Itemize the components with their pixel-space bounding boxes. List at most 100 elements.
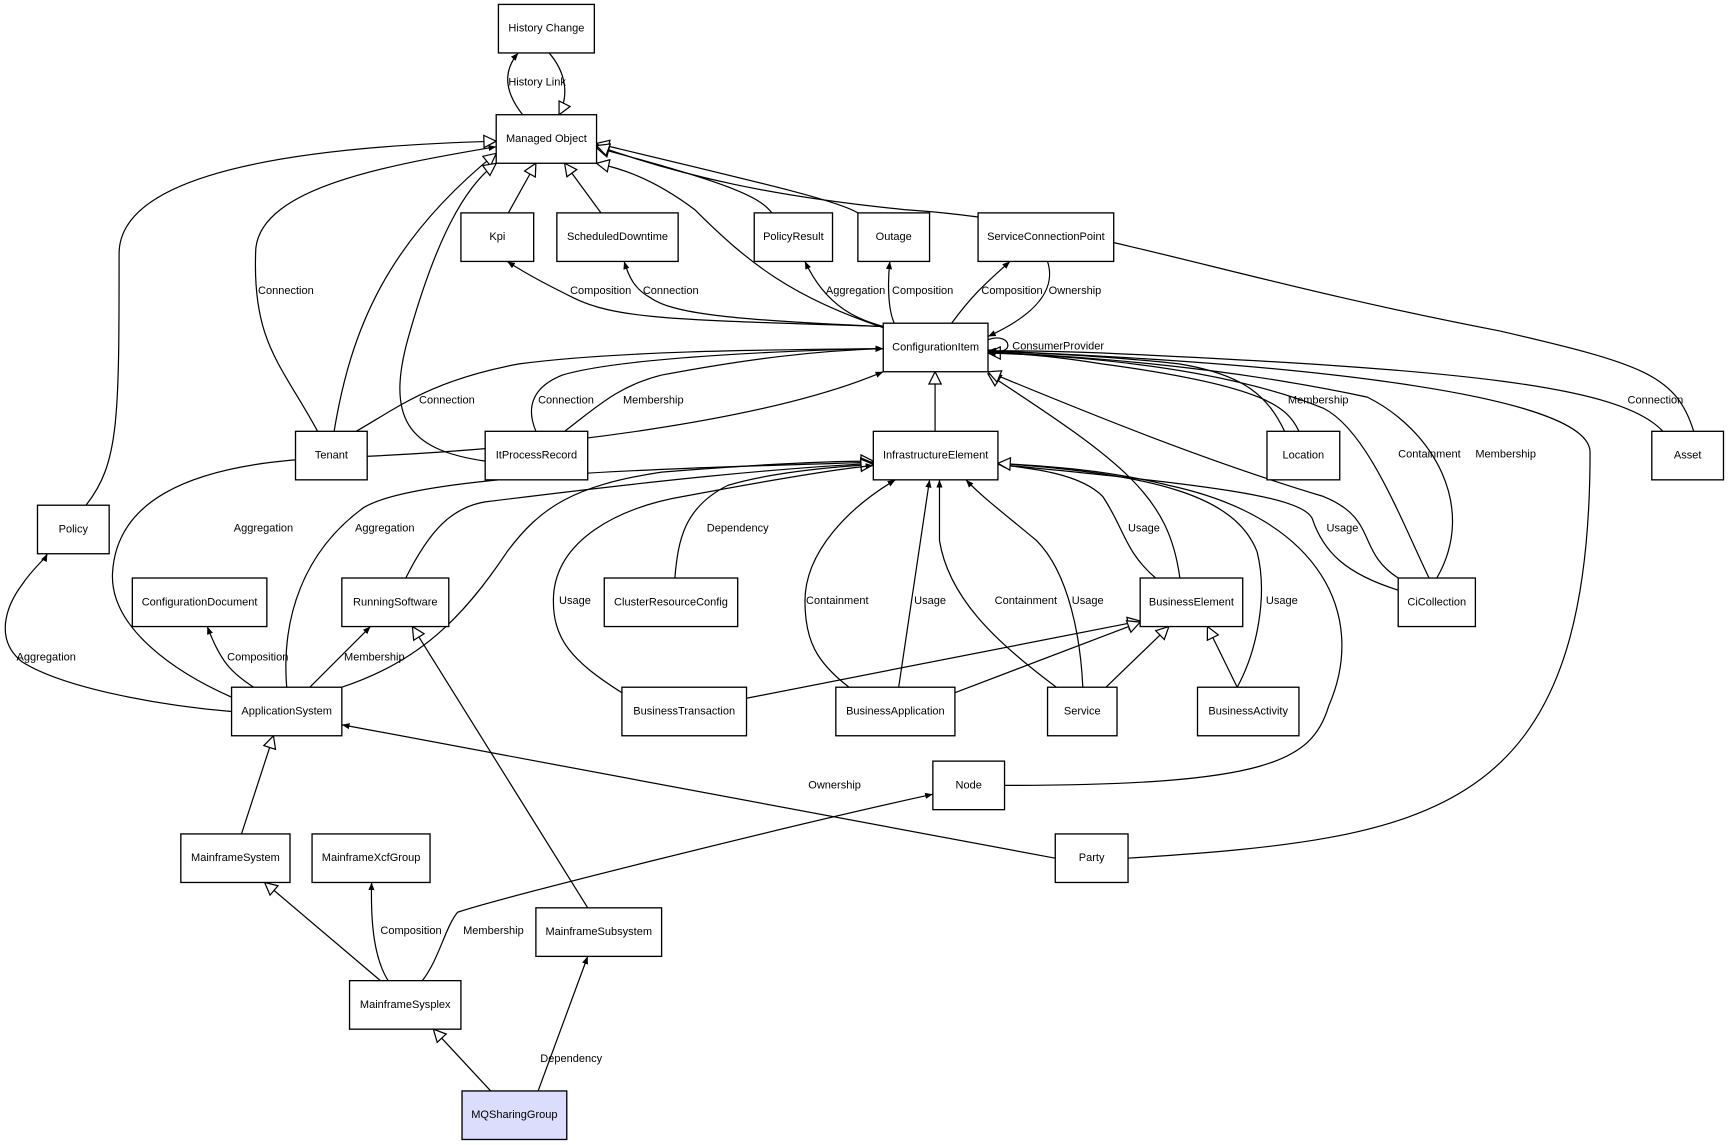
relation-arrow [537,956,589,1092]
node-node[interactable]: Node [932,760,1006,811]
node-box[interactable] [460,212,535,263]
node-box[interactable] [311,833,431,884]
edge-BusinessTransaction-to-BusinessElement [746,621,1141,699]
node-itprocessrecord[interactable]: ItProcessRecord [484,430,589,481]
node-clusterresourceconfig[interactable]: ClusterResourceConfig [603,577,739,628]
node-box[interactable] [180,833,291,884]
inheritance-arrow [399,163,496,462]
node-box[interactable] [1266,430,1341,481]
node-box[interactable] [535,907,663,958]
inheritance-arrow [85,141,496,506]
node-serviceconnectionpoint[interactable]: ServiceConnectionPoint [977,212,1115,263]
edge-BusinessApplication-to-BusinessElement [954,622,1140,694]
node-mainframesystem[interactable]: MainframeSystem [180,833,291,884]
node-outage[interactable]: Outage [857,212,931,263]
node-businessapplication[interactable]: BusinessApplication [835,686,956,737]
edge-label: Connection [1628,394,1684,406]
edge-ConfigurationItem-to-ConfigurationItem [987,337,1009,355]
inheritance-arrow [412,627,589,909]
node-box[interactable] [131,577,268,628]
edge-label: Containment [806,595,868,607]
node-box[interactable] [341,577,450,628]
node-box[interactable] [1196,686,1300,737]
node-box[interactable] [977,212,1115,263]
edge-MainframeSubsystem-to-RunningSoftware [412,627,589,909]
edge-Service-to-InfrastructureElement [965,479,1084,688]
node-box[interactable] [621,686,748,737]
node-box[interactable] [1139,577,1244,628]
node-label: Asset [1674,450,1702,462]
node-mainframexcfgroup[interactable]: MainframeXcfGroup [311,833,431,884]
edge-Node-to-InfrastructureElement [998,463,1343,787]
relation-arrow [965,479,1084,688]
edge-BusinessActivity-to-BusinessElement [1207,627,1238,688]
node-historychange[interactable]: History Change [497,3,596,54]
node-service[interactable]: Service [1046,686,1118,737]
node-scheduleddowntime[interactable]: ScheduledDowntime [556,212,679,263]
node-box[interactable] [1046,686,1118,737]
edge-label: Composition [981,285,1042,297]
edge-BusinessElement-to-InfrastructureElement [997,462,1157,579]
node-box[interactable] [556,212,679,263]
node-box[interactable] [872,430,999,481]
node-cicollection[interactable]: CiCollection [1397,577,1477,628]
inheritance-arrow [1105,627,1169,688]
node-box[interactable] [294,430,368,481]
edge-label: Aggregation [826,285,885,297]
node-box[interactable] [348,979,462,1030]
relation-arrow [987,349,1454,579]
node-mainframesysplex[interactable]: MainframeSysplex [348,979,462,1030]
node-box[interactable] [230,686,343,737]
node-box[interactable] [753,212,834,263]
node-label: Party [1079,852,1105,864]
edge-ConfigurationItem-to-ServiceConnectionPoint [951,260,1011,324]
edge-label: Usage [559,595,591,607]
node-businessactivity[interactable]: BusinessActivity [1196,686,1300,737]
node-box[interactable] [857,212,931,263]
inheritance-arrow [1207,627,1238,688]
node-configurationitem[interactable]: ConfigurationItem [882,322,989,373]
node-kpi[interactable]: Kpi [460,212,535,263]
node-businesselement[interactable]: BusinessElement [1139,577,1244,628]
node-box[interactable] [882,322,989,373]
node-applicationsystem[interactable]: ApplicationSystem [230,686,343,737]
node-box[interactable] [1397,577,1477,628]
node-policy[interactable]: Policy [36,504,110,555]
node-box[interactable] [1054,833,1129,884]
edge-label: Composition [892,285,953,297]
node-box[interactable] [484,430,589,481]
node-label: ServiceConnectionPoint [987,231,1105,243]
node-runningsoftware[interactable]: RunningSoftware [341,577,450,628]
node-box[interactable] [36,504,110,555]
node-location[interactable]: Location [1266,430,1341,481]
edge-HistoryChange-to-ManagedObject [548,52,565,115]
node-label: Policy [59,523,89,535]
node-managedobject[interactable]: Managed Object [495,114,598,164]
node-party[interactable]: Party [1054,833,1129,884]
node-label: MainframeSysplex [360,999,451,1011]
node-box[interactable] [497,3,596,54]
node-mainframesubsystem[interactable]: MainframeSubsystem [535,907,663,958]
node-asset[interactable]: Asset [1651,430,1725,481]
node-label: ScheduledDowntime [567,231,668,243]
node-configurationdocument[interactable]: ConfigurationDocument [131,577,268,628]
node-box[interactable] [495,114,598,164]
edge-MainframeSysplex-to-Node [421,792,933,982]
node-policyresult[interactable]: PolicyResult [753,212,834,263]
node-mqsharinggroup[interactable]: MQSharingGroup [461,1090,568,1141]
edge-ScheduledDowntime-to-ManagedObject [565,163,602,214]
node-box[interactable] [1651,430,1725,481]
node-businesstransaction[interactable]: BusinessTransaction [621,686,748,737]
node-infrastructureelement[interactable]: InfrastructureElement [872,430,999,481]
node-tenant[interactable]: Tenant [294,430,368,481]
node-box[interactable] [603,577,739,628]
edge-Tenant-to-ManagedObject [254,144,497,432]
edge-label: Dependency [707,522,769,534]
node-box[interactable] [461,1090,568,1141]
relation-arrow [355,345,884,432]
node-box[interactable] [835,686,956,737]
edge-label: Membership [463,925,524,937]
node-box[interactable] [932,760,1006,811]
node-label: ItProcessRecord [496,450,577,462]
